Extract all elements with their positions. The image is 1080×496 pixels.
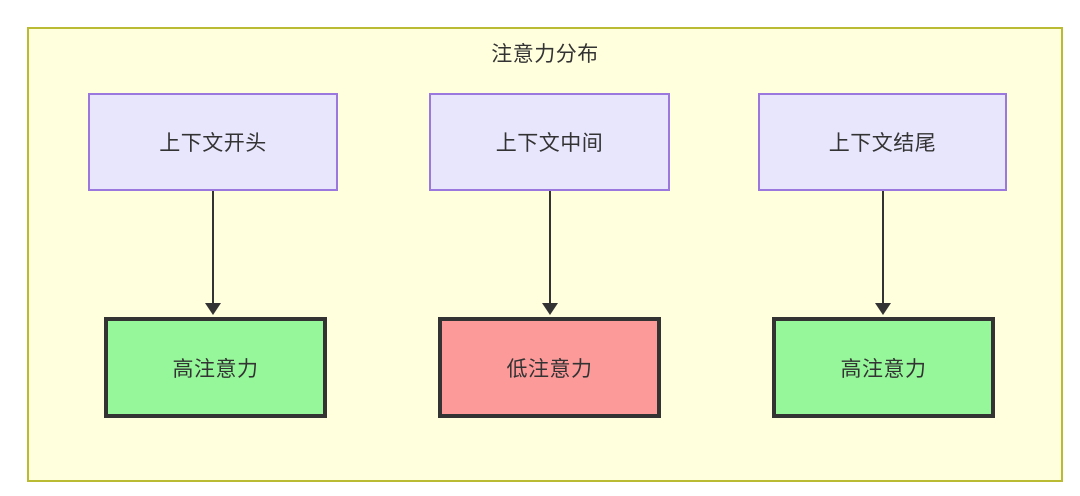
edge-line-end: [882, 191, 884, 305]
node-high-attention-beginning-label: 高注意力: [172, 357, 259, 381]
arrowhead-icon-beginning: [205, 303, 221, 315]
node-context-middle-label: 上下文中间: [495, 132, 604, 155]
node-context-end-label: 上下文结尾: [828, 132, 937, 155]
node-high-attention-end[interactable]: 高注意力: [772, 317, 995, 418]
node-context-end[interactable]: 上下文结尾: [758, 93, 1007, 191]
edge-line-middle: [549, 191, 551, 305]
node-low-attention-middle-label: 低注意力: [506, 357, 593, 381]
diagram-title: 注意力分布: [491, 43, 599, 66]
node-context-beginning-label: 上下文开头: [159, 132, 267, 155]
edge-line-beginning: [212, 191, 214, 305]
arrowhead-icon-middle: [542, 303, 558, 315]
node-high-attention-beginning[interactable]: 高注意力: [104, 317, 327, 418]
node-high-attention-end-label: 高注意力: [840, 357, 927, 381]
node-context-middle[interactable]: 上下文中间: [429, 93, 670, 191]
node-context-beginning[interactable]: 上下文开头: [88, 93, 338, 191]
arrowhead-icon-end: [875, 303, 891, 315]
node-low-attention-middle[interactable]: 低注意力: [438, 317, 661, 418]
